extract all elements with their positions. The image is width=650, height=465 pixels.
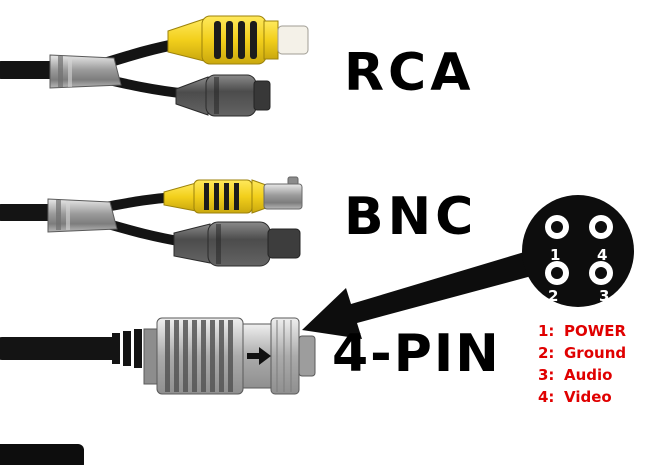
legend-pin-number: 2: bbox=[538, 344, 555, 362]
pin-number-2: 2 bbox=[548, 287, 558, 305]
bottom-cable-stub bbox=[0, 444, 84, 465]
legend-row-ground: 2: Ground bbox=[538, 342, 626, 364]
pin-number-4: 4 bbox=[597, 246, 607, 264]
legend-pin-number: 1: bbox=[538, 322, 555, 340]
pointer-arrow bbox=[302, 250, 539, 339]
legend-row-power: 1: POWER bbox=[538, 320, 626, 342]
legend-pin-number: 4: bbox=[538, 388, 555, 406]
pin-number-3: 3 bbox=[599, 287, 609, 305]
rca-crimp-sleeve bbox=[49, 54, 122, 89]
pin-number-1: 1 bbox=[550, 246, 560, 264]
four-pin-face-diagram: 1 4 2 3 bbox=[522, 195, 634, 307]
bnc-cable-assembly bbox=[0, 176, 303, 267]
rca-dark-connector bbox=[175, 74, 271, 117]
bnc-plug-grip-grooves bbox=[204, 183, 239, 210]
legend-pin-name: POWER bbox=[564, 322, 627, 340]
four-pin-main-cable bbox=[0, 337, 120, 360]
locking-ring bbox=[270, 317, 300, 395]
label-4-pin: 4-PIN bbox=[332, 324, 501, 384]
legend-pin-name: Ground bbox=[564, 344, 627, 362]
bnc-dark-connector bbox=[173, 221, 301, 267]
bnc-metal-barrel bbox=[263, 183, 303, 210]
bnc-yellow-plug bbox=[163, 176, 303, 214]
pin-holes bbox=[545, 215, 613, 285]
rca-plug-tip bbox=[277, 25, 309, 55]
bnc-crimp-sleeve bbox=[47, 198, 118, 233]
locking-ring-knurls bbox=[276, 320, 292, 392]
rca-plug-grip-grooves bbox=[214, 21, 257, 59]
pin-legend: 1: POWER 2: Ground 3: Audio 4: Video bbox=[538, 320, 626, 408]
four-pin-cable-assembly bbox=[0, 317, 316, 395]
label-rca: RCA bbox=[344, 43, 475, 103]
strain-relief-ribs bbox=[112, 329, 142, 368]
alignment-arrow-marking bbox=[247, 347, 271, 365]
legend-row-video: 4: Video bbox=[538, 386, 626, 408]
connector-rib-stripes bbox=[165, 320, 233, 392]
rca-yellow-plug bbox=[167, 15, 309, 65]
connector-face-circle bbox=[522, 195, 634, 307]
legend-pin-name: Video bbox=[564, 388, 612, 406]
legend-row-audio: 3: Audio bbox=[538, 364, 626, 386]
legend-pin-name: Audio bbox=[564, 366, 613, 384]
four-pin-connector bbox=[143, 317, 316, 395]
rca-cable-assembly bbox=[0, 15, 309, 117]
legend-pin-number: 3: bbox=[538, 366, 555, 384]
rca-crimp-ridges bbox=[58, 56, 72, 87]
connector-tip bbox=[298, 335, 316, 377]
bnc-crimp-ridges bbox=[56, 200, 70, 230]
label-bnc: BNC bbox=[344, 187, 478, 247]
